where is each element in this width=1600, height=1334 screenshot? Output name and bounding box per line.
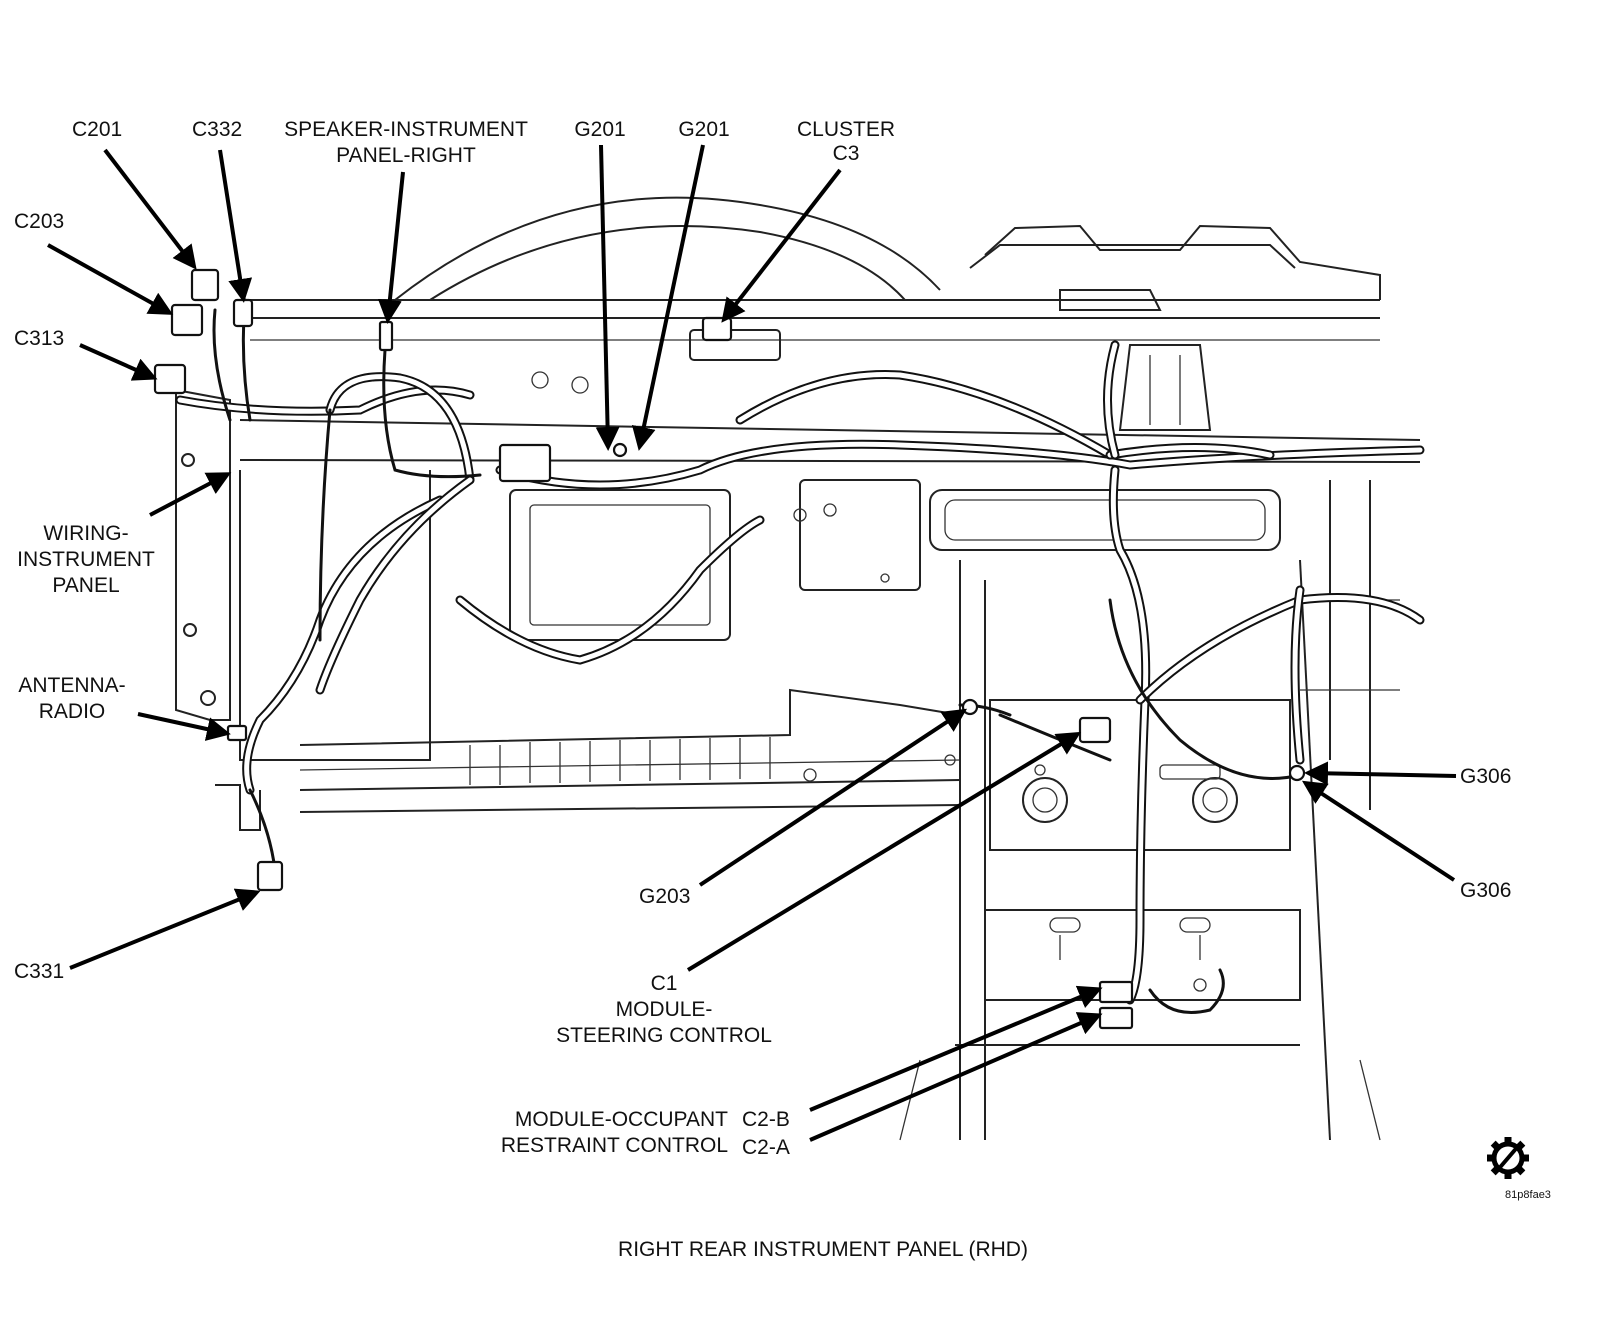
leader-g201a [595, 144, 620, 451]
connector-main-junction [498, 443, 552, 483]
leader-wiring [149, 472, 232, 517]
leader-speaker [377, 171, 405, 324]
label-antenna-line1: ANTENNA- [18, 674, 125, 697]
label-c2b: C2-B [742, 1108, 790, 1131]
label-cluster-line2: C3 [833, 142, 860, 165]
ground-g203 [961, 698, 979, 716]
label-antenna-line2: RADIO [39, 700, 106, 723]
leader-c1 [686, 731, 1082, 972]
label-occupant-line1: MODULE-OCCUPANT [515, 1108, 728, 1131]
connector-speaker [378, 320, 394, 352]
label-g306-top: G306 [1460, 765, 1511, 788]
tray-ribs [469, 737, 771, 785]
leader-c2a [809, 1012, 1103, 1142]
connector-c1 [1078, 716, 1112, 744]
leader-c201 [103, 148, 197, 270]
leader-c332 [218, 149, 253, 303]
leader-c331 [69, 888, 261, 970]
label-c1-line3: STEERING CONTROL [556, 1024, 772, 1047]
connector-c332 [232, 298, 254, 328]
label-wiring-line3: PANEL [52, 574, 119, 597]
leader-g203 [698, 708, 968, 887]
connector-c2a [1098, 1006, 1134, 1030]
connector-c2b [1098, 980, 1134, 1004]
connector-c313 [153, 363, 187, 395]
leader-g306a [1304, 761, 1457, 786]
gear-icon [1487, 1137, 1529, 1179]
callout-labels: C201 C332 SPEAKER-INSTRUMENT PANEL-RIGHT… [14, 118, 1511, 1159]
label-c313: C313 [14, 327, 64, 350]
label-g201-right: G201 [678, 118, 729, 141]
connector-c201 [190, 268, 220, 302]
label-g306-bottom: G306 [1460, 879, 1511, 902]
leader-cluster [721, 168, 842, 323]
label-c332: C332 [192, 118, 242, 141]
label-cluster-line1: CLUSTER [797, 118, 895, 141]
figure-id: 81p8fae3 [1505, 1189, 1551, 1201]
connectors [153, 268, 1306, 1030]
ground-g306 [1288, 764, 1306, 782]
leader-c203 [47, 243, 174, 315]
label-g203: G203 [639, 885, 690, 908]
leader-c2b [809, 985, 1103, 1112]
instrument-panel-artwork [175, 196, 1421, 1141]
label-c1-line1: C1 [651, 972, 678, 995]
label-speaker-line1: SPEAKER-INSTRUMENT [284, 118, 528, 141]
connector-c203 [170, 303, 204, 337]
label-occupant-line2: RESTRAINT CONTROL [501, 1134, 728, 1157]
connector-c331 [256, 860, 284, 892]
label-g201-left: G201 [574, 118, 625, 141]
leader-antenna [137, 712, 231, 741]
label-wiring-line1: WIRING- [43, 522, 128, 545]
ground-g201 [612, 442, 628, 458]
leader-g306b [1301, 780, 1456, 882]
fasteners [531, 371, 1207, 992]
label-c203: C203 [14, 210, 64, 233]
leader-g201b [631, 144, 705, 451]
label-c2a: C2-A [742, 1136, 790, 1159]
connector-cluster-c3 [701, 316, 733, 342]
label-c331: C331 [14, 960, 64, 983]
leader-arrows [47, 144, 1457, 1142]
label-c1-line2: MODULE- [616, 998, 713, 1021]
connector-antenna [226, 724, 248, 742]
wiring-harness [175, 298, 1425, 1014]
leader-c313 [79, 343, 158, 381]
label-speaker-line2: PANEL-RIGHT [336, 144, 476, 167]
label-wiring-line2: INSTRUMENT [17, 548, 155, 571]
diagram-caption: RIGHT REAR INSTRUMENT PANEL (RHD) [618, 1238, 1028, 1261]
label-c201: C201 [72, 118, 122, 141]
